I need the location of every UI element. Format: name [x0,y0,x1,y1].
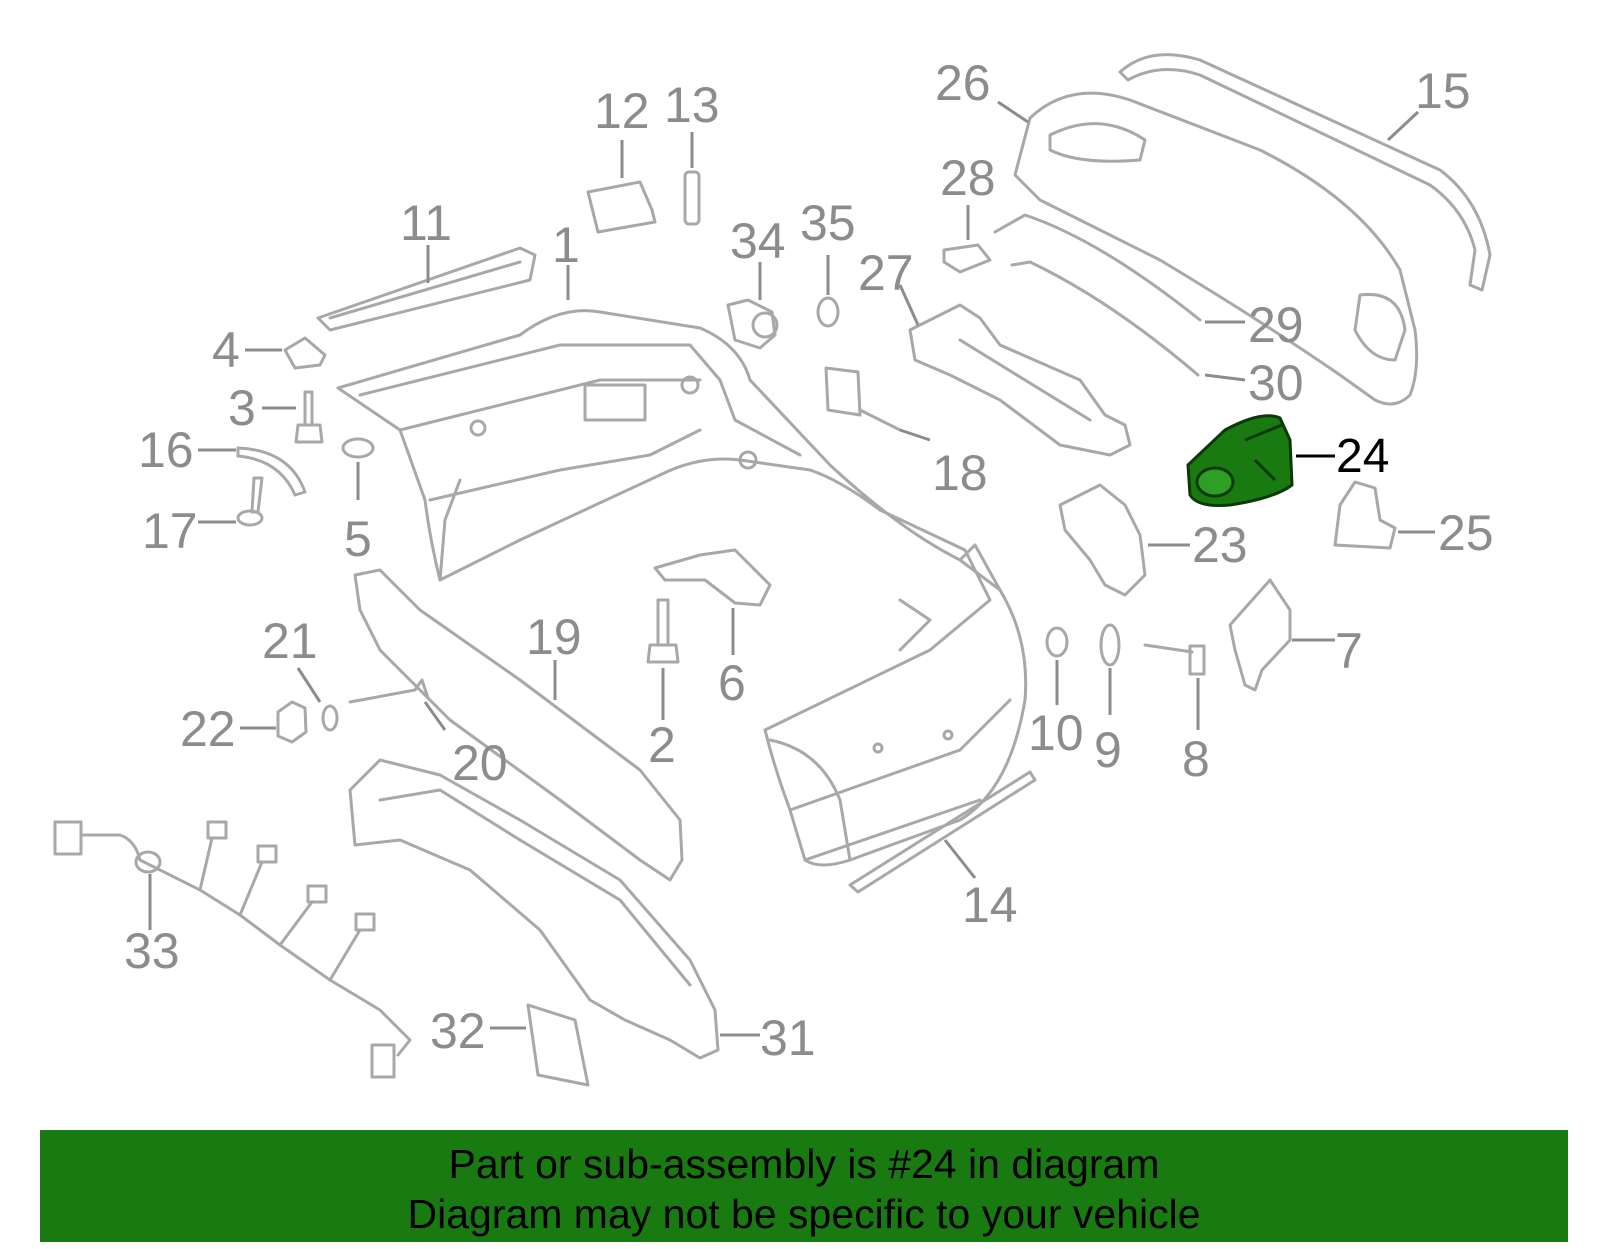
leader-lines [148,100,1435,1037]
part-10-washer [1045,626,1069,658]
callout-30: 30 [1248,355,1304,411]
part-24-highlighted [1186,414,1294,507]
callout-5: 5 [344,511,372,567]
callout-7: 7 [1335,623,1363,679]
callout-16: 16 [138,422,194,478]
callout-18: 18 [932,445,988,501]
part-4-plate [283,336,327,370]
part-28-block [942,243,992,274]
part-21-washer [321,704,339,732]
parts-diagram: 1 2 3 4 5 6 7 8 9 10 11 12 13 14 15 16 1… [53,53,1494,1087]
callout-24: 24 [1336,430,1389,483]
part-27-bracket [908,303,1132,457]
callout-27: 27 [858,245,914,301]
callout-22: 22 [180,701,236,757]
part-3-screw [294,390,324,444]
callout-35: 35 [800,195,856,251]
part-35-ring [816,296,840,328]
part-12-cap [586,180,657,234]
callout-32: 32 [430,1003,486,1059]
callout-17: 17 [142,503,198,559]
part-8-pin [1143,643,1206,676]
callout-28: 28 [940,150,996,206]
part-7-bracket [1228,578,1292,692]
callout-3: 3 [228,380,256,436]
part-9-washer [1099,623,1121,667]
callout-34: 34 [730,213,786,269]
part-14-strip [848,770,1037,894]
part-18-flag [824,366,902,432]
banner-line-disclaimer: Diagram may not be specific to your vehi… [407,1191,1201,1237]
part-11-strip [316,246,537,332]
part-23-bracket [1058,483,1147,597]
callout-2: 2 [648,717,676,773]
callout-10: 10 [1028,705,1084,761]
callout-29: 29 [1248,297,1304,353]
part-25-mount [1333,480,1397,550]
part-6-bracket [653,548,772,607]
part-13-clip [683,170,701,226]
part-2-bolt [646,598,680,664]
callout-33: 33 [124,923,180,979]
callout-labels: 1 2 3 4 5 6 7 8 9 10 11 12 13 14 15 16 1… [124,55,1494,1066]
part-34-sensor [726,298,779,350]
callout-25: 25 [1438,505,1494,561]
part-29-cable [993,213,1202,322]
callout-13: 13 [664,77,720,133]
part-20-bolt [348,678,430,704]
callout-26: 26 [935,55,991,111]
part-5-grommet [341,437,375,459]
callout-8: 8 [1182,731,1210,787]
callout-14: 14 [962,877,1018,933]
part-26-panel [1013,91,1419,406]
info-banner: Part or sub-assembly is #24 in diagram D… [40,1130,1568,1242]
part-30-cable [1010,260,1200,377]
part-17-bolt [236,476,264,527]
callout-21: 21 [262,613,318,669]
part-22-nut [276,700,308,744]
callout-6: 6 [718,655,746,711]
callout-20: 20 [452,735,508,791]
part-32-plate [526,1003,590,1087]
part-19-absorber [353,568,684,882]
part-16-bracket [236,446,307,497]
callout-23: 23 [1192,517,1248,573]
part-31-beam [348,758,720,1060]
bumper-cover [336,309,1028,867]
callout-9: 9 [1094,722,1122,778]
callout-15: 15 [1415,63,1471,119]
callout-12: 12 [594,83,650,139]
part-15-trim [1118,53,1492,292]
banner-line-part: Part or sub-assembly is #24 in diagram [448,1141,1160,1187]
callout-31: 31 [760,1010,816,1066]
callout-1: 1 [552,217,580,273]
callout-11: 11 [400,195,452,251]
callout-4: 4 [212,322,240,378]
part-33-harness [53,820,412,1079]
callout-19: 19 [526,609,582,665]
